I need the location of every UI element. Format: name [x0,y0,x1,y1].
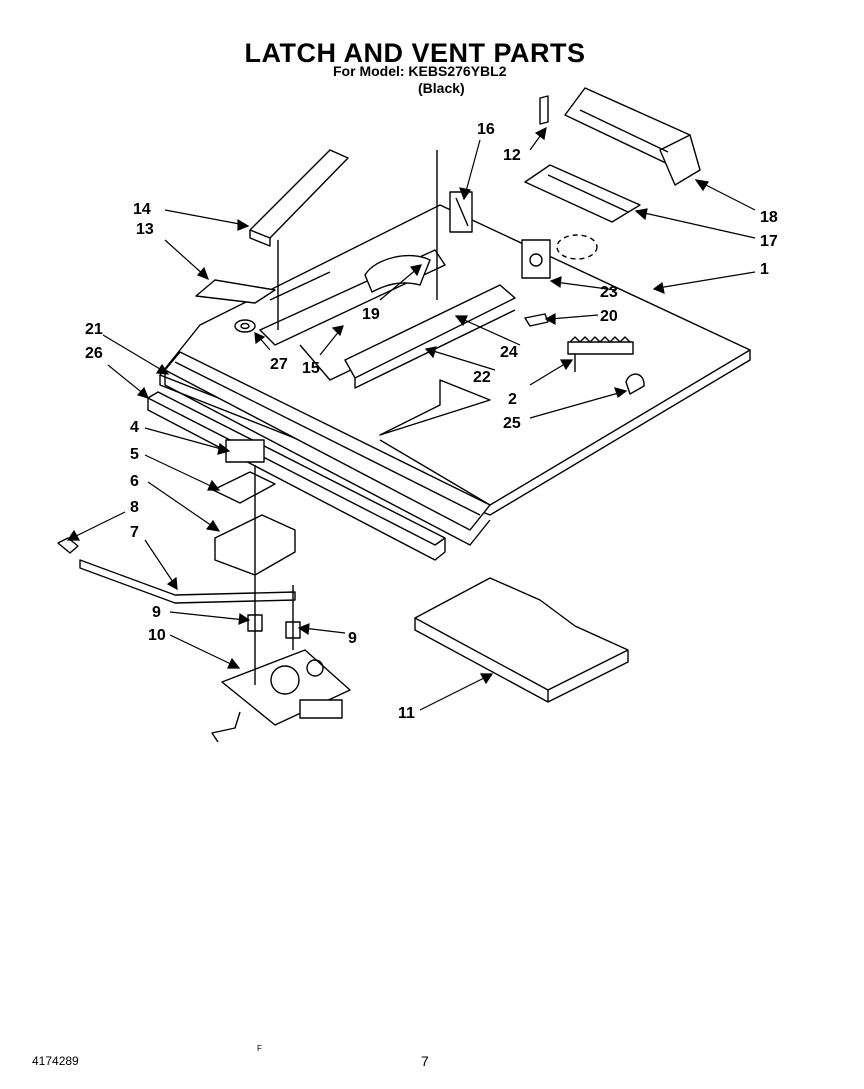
callout-26: 26 [85,345,103,362]
callout-27: 27 [270,356,288,373]
callout-9-left: 9 [152,604,161,621]
callout-20: 20 [600,308,618,325]
callout-13: 13 [136,221,154,238]
callout-9-right: 9 [348,630,357,647]
callout-25: 25 [503,415,521,432]
callout-5: 5 [130,446,139,463]
callout-24: 24 [500,344,518,361]
callout-19: 19 [362,306,380,323]
callout-15: 15 [302,360,320,377]
callout-17: 17 [760,233,778,250]
callout-7: 7 [130,524,139,541]
callout-23: 23 [600,284,618,301]
callout-18: 18 [760,209,778,226]
cover-plate-part [414,577,629,703]
latch-assembly-part [211,649,351,743]
callout-21: 21 [85,321,103,338]
callout-6: 6 [130,473,139,490]
callout-16: 16 [477,121,495,138]
vent-motor-part [564,87,701,186]
callout-22: 22 [473,369,491,386]
page-title: LATCH AND VENT PARTS [244,38,586,68]
callout-2: 2 [508,391,517,408]
front-rail-part [164,351,491,546]
model-line: For Model: KEBS276YBL2 [333,63,507,79]
base-panel-part [159,204,751,516]
callout-4: 4 [130,419,139,436]
callout-14: 14 [133,201,151,218]
footer-mark: F [257,1044,262,1053]
callout-8: 8 [130,499,139,516]
vent-channel-part [344,284,516,389]
callout-10: 10 [148,627,166,644]
callout-12: 12 [503,147,521,164]
doc-number: 4174289 [32,1054,79,1068]
callout-1: 1 [760,261,769,278]
page-number: 7 [421,1053,429,1069]
callout-11: 11 [398,705,415,722]
lower-rail-part [147,391,446,561]
color-line: (Black) [418,80,465,96]
